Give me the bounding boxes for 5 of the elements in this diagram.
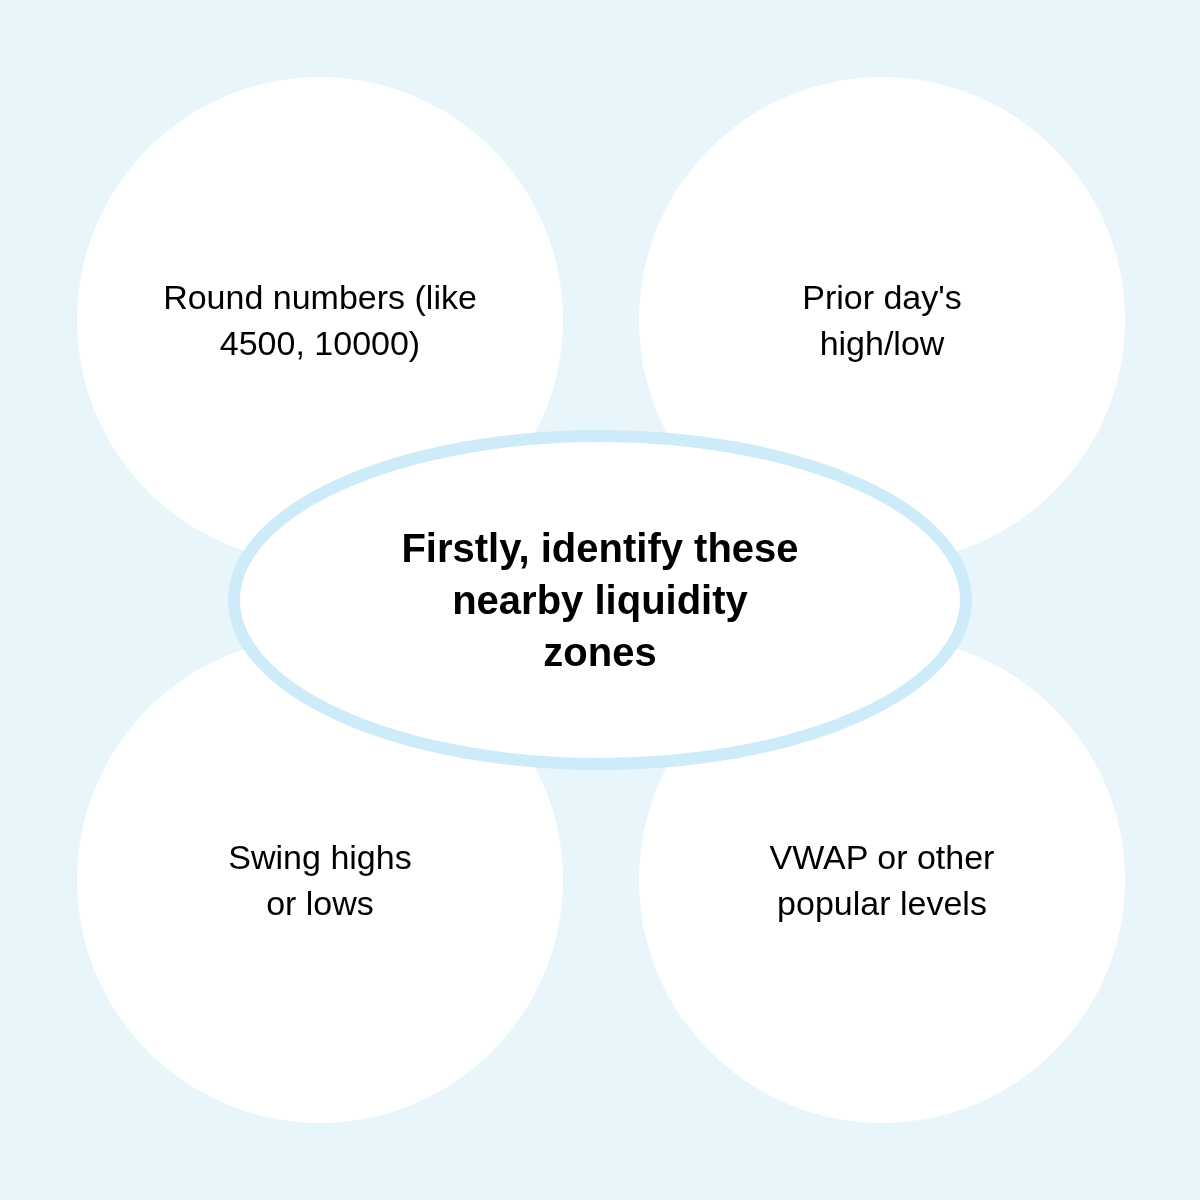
- topic-text: Swing highs or lows: [227, 837, 413, 924]
- topic-text: Round numbers (like 4500, 10000): [162, 277, 478, 364]
- topic-text: VWAP or other popular levels: [768, 837, 996, 924]
- topic-text: Prior day's high/low: [801, 277, 963, 364]
- heading-text: Firstly, identify these nearby liquidity zones: [400, 525, 800, 676]
